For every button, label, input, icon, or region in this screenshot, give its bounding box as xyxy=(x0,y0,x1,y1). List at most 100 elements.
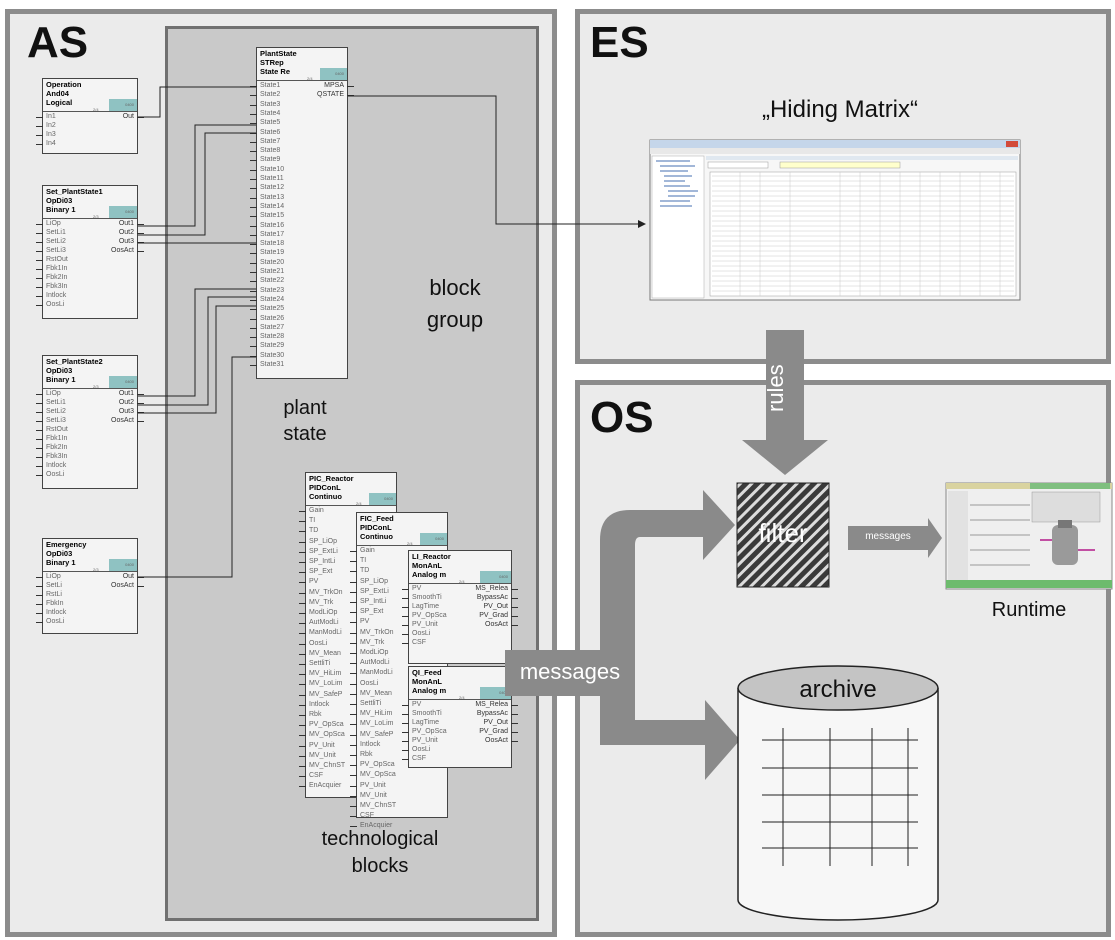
block-input[interactable]: PV_Unit xyxy=(412,737,438,744)
block-input[interactable]: RstOut xyxy=(46,256,68,263)
block-input[interactable]: Intlock xyxy=(46,292,67,299)
block-input[interactable]: PV_Unit xyxy=(360,781,386,789)
block-input[interactable]: LiOp xyxy=(46,573,61,580)
block-input[interactable]: State15 xyxy=(260,212,285,220)
block-input[interactable]: CSF xyxy=(412,639,426,646)
block-input[interactable]: EnAcquier xyxy=(360,822,393,830)
block-input[interactable]: State30 xyxy=(260,351,285,359)
block-input[interactable]: SP_IntLi xyxy=(360,598,387,605)
block-input[interactable]: State9 xyxy=(260,156,281,164)
block-input[interactable]: SettliTi xyxy=(309,660,331,667)
block-input[interactable]: State24 xyxy=(260,295,285,303)
block-input[interactable]: PV_Unit xyxy=(309,741,335,749)
block-input[interactable]: Fbk2In xyxy=(46,444,68,451)
block-input[interactable]: SmoothTi xyxy=(412,710,442,717)
block-input[interactable]: ModLiOp xyxy=(360,649,389,656)
block-input[interactable]: In1 xyxy=(46,113,56,120)
block-input[interactable]: State16 xyxy=(260,221,285,229)
block-output[interactable]: MPSA xyxy=(324,82,344,89)
block-input[interactable]: State20 xyxy=(260,258,285,266)
block-output[interactable]: Out1 xyxy=(118,390,134,397)
block-input[interactable]: State4 xyxy=(260,109,281,117)
block-input[interactable]: State22 xyxy=(260,277,285,285)
block-output[interactable]: Out xyxy=(122,573,134,580)
block-input[interactable]: SP_LiOp xyxy=(360,577,389,585)
block-input[interactable]: MV_SafeP xyxy=(360,730,394,738)
block-input[interactable]: State26 xyxy=(260,314,285,322)
block-input[interactable]: State8 xyxy=(260,147,281,155)
block-input[interactable]: MV_Mean xyxy=(309,649,341,657)
block-input[interactable]: LagTime xyxy=(412,603,439,610)
block-input[interactable]: In3 xyxy=(46,131,56,138)
block-input[interactable]: Intlock xyxy=(46,609,67,616)
block-input[interactable]: Gain xyxy=(309,507,324,514)
block-input[interactable]: SP_LiOp xyxy=(309,537,338,545)
block-output[interactable]: QSTATE xyxy=(317,91,344,99)
block-input[interactable]: MV_Mean xyxy=(360,689,392,697)
block-input[interactable]: CSF xyxy=(412,755,426,762)
block-input[interactable]: TD xyxy=(360,567,370,575)
block-output[interactable]: BypassAc xyxy=(476,594,508,601)
block-output[interactable]: MS_Relea xyxy=(475,701,508,708)
block-input[interactable]: State17 xyxy=(260,230,285,238)
block-input[interactable]: SmoothTi xyxy=(412,594,442,601)
block-input[interactable]: MV_HiLim xyxy=(309,670,342,678)
block-input[interactable]: PV_OpSca xyxy=(309,721,344,729)
block-input[interactable]: SetLi2 xyxy=(46,408,66,415)
block-input[interactable]: SP_ExtLi xyxy=(309,547,338,555)
block-input[interactable]: State29 xyxy=(260,342,285,350)
block-input[interactable]: OosLi xyxy=(46,471,65,478)
block-output[interactable]: Out1 xyxy=(118,220,134,227)
block-input[interactable]: SP_Ext xyxy=(360,608,384,616)
block-input[interactable]: OosLi xyxy=(360,679,379,687)
block-input[interactable]: ManModLi xyxy=(309,629,342,637)
block-input[interactable]: State3 xyxy=(260,100,281,108)
block-input[interactable]: Fbk2In xyxy=(46,274,68,281)
block-input[interactable]: PV xyxy=(412,701,422,708)
block-input[interactable]: Fbk1In xyxy=(46,265,68,272)
block-input[interactable]: PV_OpSca xyxy=(360,761,395,769)
block-input[interactable]: State21 xyxy=(260,268,285,275)
block-input[interactable]: Fbk1In xyxy=(46,435,68,442)
block-input[interactable]: State7 xyxy=(260,137,281,145)
block-output[interactable]: Out3 xyxy=(118,238,134,245)
block-output[interactable]: PV_Out xyxy=(483,603,508,610)
block-input[interactable]: MV_HiLim xyxy=(360,710,393,718)
block-input[interactable]: MV_ChnST xyxy=(360,802,397,809)
block-input[interactable]: SetLi2 xyxy=(46,238,66,245)
block-input[interactable]: OosLi xyxy=(46,618,65,625)
block-input[interactable]: State27 xyxy=(260,323,285,331)
block-input[interactable]: MV_OpSca xyxy=(309,731,345,739)
block-input[interactable]: State28 xyxy=(260,333,285,341)
block-input[interactable]: SetLi3 xyxy=(46,417,66,424)
block-input[interactable]: EnAcquier xyxy=(309,782,342,790)
block-input[interactable]: Intlock xyxy=(46,462,67,469)
block-input[interactable]: PV_OpSca xyxy=(412,612,447,619)
block-input[interactable]: State11 xyxy=(260,175,284,182)
block-input[interactable]: PV xyxy=(309,578,319,586)
block-input[interactable]: State25 xyxy=(260,305,285,313)
block-input[interactable]: State19 xyxy=(260,249,285,257)
block-input[interactable]: SettliTi xyxy=(360,700,382,707)
block-input[interactable]: Rbk xyxy=(360,751,373,758)
block-input[interactable]: SetLi1 xyxy=(46,229,66,236)
block-input[interactable]: PV xyxy=(360,618,370,626)
block-output[interactable]: Out xyxy=(122,113,134,120)
block-output[interactable]: PV_Out xyxy=(483,719,508,726)
block-input[interactable]: In2 xyxy=(46,122,56,129)
block-input[interactable]: ModLiOp xyxy=(309,609,338,616)
block-input[interactable]: AutModLi xyxy=(360,659,390,667)
block-input[interactable]: SP_Ext xyxy=(309,568,333,576)
block-output[interactable]: Out2 xyxy=(118,229,134,236)
block-input[interactable]: TI xyxy=(309,517,316,525)
block-output[interactable]: PV_Grad xyxy=(479,728,508,735)
block-input[interactable]: State13 xyxy=(260,193,285,201)
